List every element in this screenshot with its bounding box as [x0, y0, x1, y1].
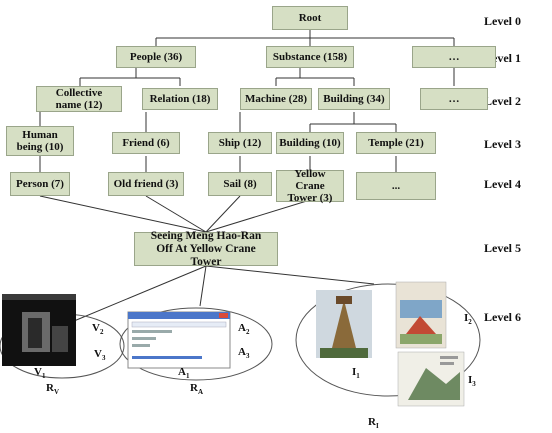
node-poem: Seeing Meng Hao-Ran Off At Yellow Crane …: [134, 232, 278, 266]
label-i2: I2: [464, 312, 472, 326]
node-old-friend: Old friend (3): [108, 172, 184, 196]
level-label: Level 3: [484, 137, 521, 152]
node-ship: Ship (12): [208, 132, 272, 154]
connector: [146, 196, 206, 232]
node-sail: Sail (8): [208, 172, 272, 196]
node-human-being: Human being (10): [6, 126, 74, 156]
level-label: Level 2: [484, 94, 521, 109]
label-ri: RI: [368, 416, 379, 430]
label-i1: I1: [352, 366, 360, 380]
node-ellipsis: ...: [356, 172, 436, 200]
label-a1: A1: [178, 366, 189, 380]
connector: [206, 266, 374, 284]
level-label: Level 0: [484, 14, 521, 29]
label-ra: RA: [190, 382, 203, 396]
node-temple: Temple (21): [356, 132, 436, 154]
node-friend: Friend (6): [112, 132, 180, 154]
label-rv: RV: [46, 382, 59, 396]
image-painting-2: [398, 352, 464, 406]
node-relation: Relation (18): [142, 88, 218, 110]
audio-player-window: [128, 312, 230, 368]
connector: [200, 266, 206, 306]
node-ellipsis: …: [412, 46, 496, 68]
level-label: Level 6: [484, 310, 521, 325]
node-root: Root: [272, 6, 348, 30]
label-v3: V3: [94, 348, 105, 362]
label-a2: A2: [238, 322, 249, 336]
video-thumbnail: [2, 294, 76, 366]
node-yellow-crane-tower: Yellow Crane Tower (3): [276, 170, 344, 202]
level-label: Level 4: [484, 177, 521, 192]
node-people: People (36): [116, 46, 196, 68]
label-i3: I3: [468, 374, 476, 388]
node-person: Person (7): [10, 172, 70, 196]
label-v2: V2: [92, 322, 103, 336]
node-machine: Machine (28): [240, 88, 312, 110]
level-label: Level 5: [484, 241, 521, 256]
node-substance: Substance (158): [266, 46, 354, 68]
node-building: Building (34): [318, 88, 390, 110]
node-building: Building (10): [276, 132, 344, 154]
image-tower-photo: [316, 290, 372, 358]
node-ellipsis: …: [420, 88, 488, 110]
node-collective-name: Collective name (12): [36, 86, 122, 112]
label-v1: V1: [34, 366, 45, 380]
label-a3: A3: [238, 346, 249, 360]
connector: [40, 196, 206, 232]
image-painting-1: [396, 282, 446, 348]
